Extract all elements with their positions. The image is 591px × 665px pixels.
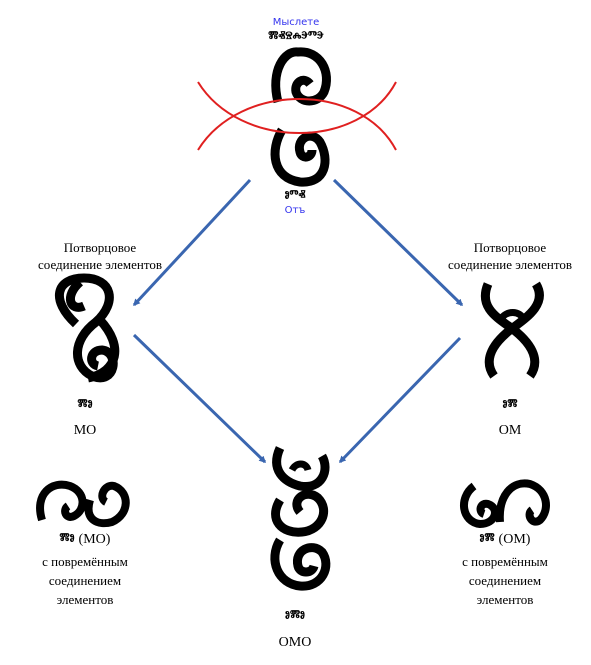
glyph-mo-small-left [36, 480, 130, 528]
right-alt-caption-line3: элементов [476, 592, 534, 607]
bottom-word-glyph: ⱁⱅⱏ [284, 188, 306, 204]
top-word-ru: Мыслете [272, 17, 320, 28]
arrows [132, 178, 464, 464]
right-alt-caption-line1: с повремённым [462, 554, 548, 569]
glyph-om-linked-right [480, 281, 544, 379]
right-caption-line1: Потворцовое [473, 240, 547, 255]
left-alt-paren: (МО) [78, 532, 111, 547]
glyph-m-large-top [271, 47, 331, 106]
right-alt-heading: ⱁⰿ (ОМ) [440, 530, 570, 548]
arrow-top-to-left [132, 178, 252, 307]
arrow-left-to-center [132, 333, 267, 464]
arrow-top-to-right [332, 178, 464, 307]
glyph-mo-linked-left [55, 273, 120, 383]
center-label-omo: ОМО [278, 635, 312, 650]
left-alt-glyph: ⰿⱁ [59, 531, 75, 547]
glyph-omo-center [270, 446, 331, 591]
left-alt-caption-line3: элементов [56, 592, 114, 607]
left-alt-heading: ⰿⱁ (МО) [20, 530, 150, 548]
glyph-o-large-top [270, 127, 330, 187]
arrow-right-to-center [338, 336, 462, 464]
top-word-glyph: ⰿⱏⱄⰾⰵⱅⰵ [268, 29, 324, 45]
red-cross-arcs [197, 81, 397, 151]
left-alt-caption-line1: с повремённым [42, 554, 128, 569]
glyph-om-small-right [460, 479, 550, 529]
center-glyph-label: ⱁⰿⱁ [285, 608, 305, 624]
bottom-word-ru: Отъ [284, 205, 306, 216]
left-glyph-label: ⰿⱁ [77, 397, 93, 413]
right-alt-glyph: ⱁⰿ [479, 531, 495, 547]
left-alt-caption-line2: соединением [48, 573, 122, 588]
right-glyph-label: ⱁⰿ [502, 397, 518, 413]
right-alt-caption-line2: соединением [468, 573, 542, 588]
right-label-om: ОМ [498, 423, 522, 438]
right-alt-paren: (ОМ) [498, 532, 531, 547]
right-caption-line2: соединение элементов [448, 257, 572, 272]
left-label-mo: МО [73, 423, 97, 438]
left-caption-line1: Потворцовое [63, 240, 137, 255]
left-caption-line2: соединение элементов [38, 257, 162, 272]
